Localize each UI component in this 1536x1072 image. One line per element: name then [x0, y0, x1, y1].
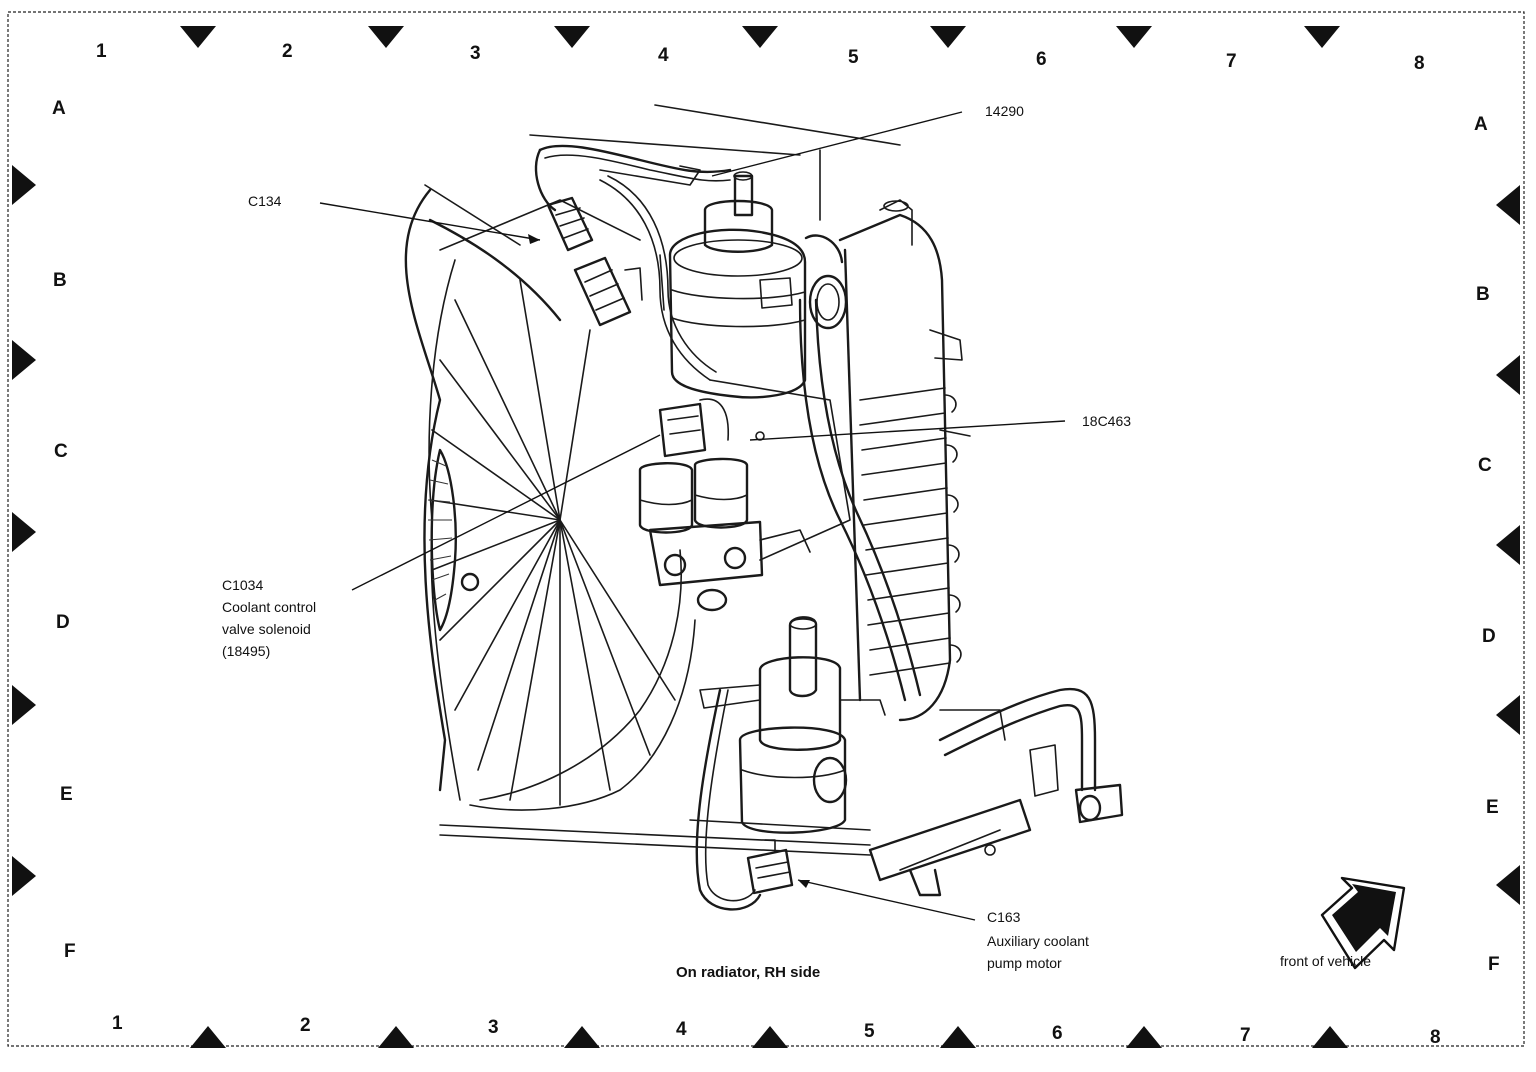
callout-c163-block: C163 Auxiliary coolant pump motor	[987, 909, 1089, 971]
c134-connector	[546, 196, 643, 327]
leader-14290	[711, 111, 963, 177]
fan-hub	[430, 448, 457, 632]
left-row-letters: A B C D E F	[52, 98, 76, 962]
diagram-caption: On radiator, RH side	[676, 964, 820, 981]
callout-c1034-block: C1034 Coolant control valve solenoid (18…	[222, 577, 316, 659]
callout-c163-line2: pump motor	[987, 955, 1062, 971]
callout-c163-line1: Auxiliary coolant	[987, 933, 1089, 949]
callout-c163-id: C163	[987, 909, 1021, 925]
coolant-control-valve	[638, 398, 811, 612]
callout-c134: C134	[248, 193, 282, 209]
bottom-col-1: 1	[112, 1013, 123, 1034]
leader-18c463	[749, 420, 1066, 441]
left-row-D: D	[56, 612, 70, 633]
leader-c1034	[351, 434, 661, 591]
left-row-A: A	[52, 98, 66, 119]
leader-c163	[797, 879, 976, 921]
leader-lines	[319, 111, 1066, 921]
bottom-col-7: 7	[1240, 1025, 1251, 1046]
right-row-C: C	[1478, 455, 1492, 476]
top-col-3: 3	[470, 43, 481, 64]
bottom-col-6: 6	[1052, 1023, 1063, 1044]
top-col-8: 8	[1414, 53, 1425, 74]
bottom-col-2: 2	[300, 1015, 311, 1036]
right-row-F: F	[1488, 954, 1500, 975]
front-of-vehicle-label: front of vehicle	[1280, 953, 1371, 969]
callout-18c463: 18C463	[1082, 413, 1131, 429]
right-row-letters: A B C D E F	[1474, 114, 1500, 975]
top-col-7: 7	[1226, 51, 1237, 72]
top-col-1: 1	[96, 41, 107, 62]
c163-connector	[746, 839, 794, 895]
bottom-col-8: 8	[1430, 1027, 1441, 1048]
auxiliary-pump	[699, 616, 886, 834]
right-row-E: E	[1486, 797, 1499, 818]
left-row-C: C	[54, 441, 68, 462]
fan-blades	[429, 279, 676, 806]
bottom-col-5: 5	[864, 1021, 875, 1042]
lower-hose	[938, 687, 1097, 792]
top-col-6: 6	[1036, 49, 1047, 70]
front-of-vehicle-arrow-icon	[1320, 876, 1406, 970]
right-row-B: B	[1476, 284, 1490, 305]
right-row-A: A	[1474, 114, 1488, 135]
callout-c1034-line3: (18495)	[222, 643, 270, 659]
top-col-4: 4	[658, 45, 669, 66]
leader-c134	[319, 202, 541, 241]
wire-harness-top	[538, 144, 732, 174]
right-row-D: D	[1482, 626, 1496, 647]
bottom-zone-markers	[190, 1026, 1348, 1048]
left-row-B: B	[53, 270, 67, 291]
callout-c1034-line2: valve solenoid	[222, 621, 311, 637]
top-col-5: 5	[848, 47, 859, 68]
bottom-col-3: 3	[488, 1017, 499, 1038]
left-zone-markers	[12, 165, 36, 896]
reservoir	[659, 171, 807, 399]
bottom-column-numbers: 1 2 3 4 5 6 7 8	[112, 1013, 1441, 1048]
bottom-col-4: 4	[676, 1019, 687, 1040]
right-zone-markers	[1496, 185, 1520, 905]
top-column-numbers: 1 2 3 4 5 6 7 8	[96, 41, 1425, 74]
left-row-E: E	[60, 784, 73, 805]
callout-c1034-line1: Coolant control	[222, 599, 316, 615]
callout-c1034-id: C1034	[222, 577, 263, 593]
top-col-2: 2	[282, 41, 293, 62]
radiator-illustration	[404, 104, 1124, 911]
top-zone-markers	[180, 26, 1340, 48]
callout-14290: 14290	[985, 103, 1024, 119]
fan-shroud	[404, 188, 447, 792]
left-row-F: F	[64, 941, 76, 962]
